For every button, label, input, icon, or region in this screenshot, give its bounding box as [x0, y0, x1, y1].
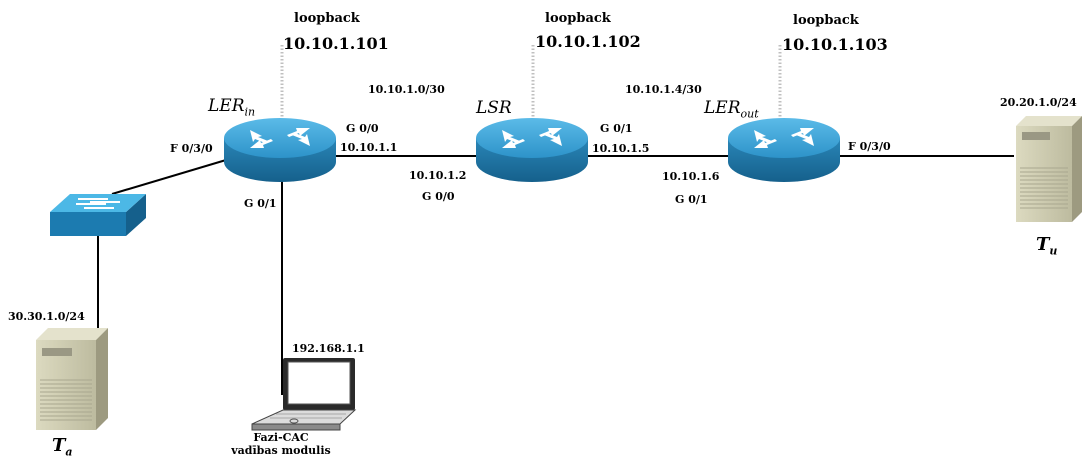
lsr-loopback-ip: 10.10.1.102: [535, 32, 641, 51]
link-lsr-ler-out-network: 10.10.1.4/30: [625, 83, 702, 96]
ler-in-g00-ip: 10.10.1.1: [340, 141, 398, 154]
switch-icon: [50, 194, 146, 236]
server-icon: [1016, 116, 1082, 222]
laptop-caption-line2: vadības modulis: [231, 443, 331, 457]
ler-out-g01-iface: G 0/1: [675, 193, 708, 206]
server-icon: [36, 328, 108, 430]
ler-in-f030-iface: F 0/3/0: [170, 142, 213, 155]
ler-out-name: LERout: [704, 98, 759, 121]
laptop-ip: 192.168.1.1: [292, 342, 365, 355]
ler-in-name: LERin: [208, 96, 256, 119]
lsr-g00-ip: 10.10.1.2: [409, 169, 467, 182]
ler-in-loopback-label: loopback: [294, 11, 360, 26]
ler-out-g01-ip: 10.10.1.6: [662, 170, 720, 183]
laptop-caption: Fazi-CAC vadības modulis: [218, 431, 344, 457]
ler-out-f030-iface: F 0/3/0: [848, 140, 891, 153]
ler-out-loopback-label: loopback: [793, 13, 859, 28]
laptop-icon: [251, 358, 357, 431]
lsr-g01-iface: G 0/1: [600, 122, 633, 135]
tu-network: 20.20.1.0/24: [1000, 96, 1077, 109]
router-icon: [476, 118, 588, 182]
router-icon: [224, 118, 336, 182]
lsr-g00-iface: G 0/0: [422, 190, 455, 203]
link-ler-in-switch: [111, 159, 227, 195]
ler-in-loopback-ip: 10.10.1.101: [283, 34, 389, 53]
lsr-name: LSR: [476, 98, 512, 118]
tu-name: Tu: [1036, 234, 1058, 258]
laptop-caption-line1: Fazi-CAC: [253, 431, 309, 444]
ta-network: 30.30.1.0/24: [8, 310, 85, 323]
ta-name: Ta: [52, 435, 73, 459]
router-icon: [728, 118, 840, 182]
ler-in-g01-iface: G 0/1: [244, 197, 277, 210]
ler-in-g00-iface: G 0/0: [346, 122, 379, 135]
lsr-loopback-label: loopback: [545, 11, 611, 26]
ler-out-loopback-ip: 10.10.1.103: [782, 35, 888, 54]
lsr-g01-ip: 10.10.1.5: [592, 142, 650, 155]
link-ler-in-lsr-network: 10.10.1.0/30: [368, 83, 445, 96]
